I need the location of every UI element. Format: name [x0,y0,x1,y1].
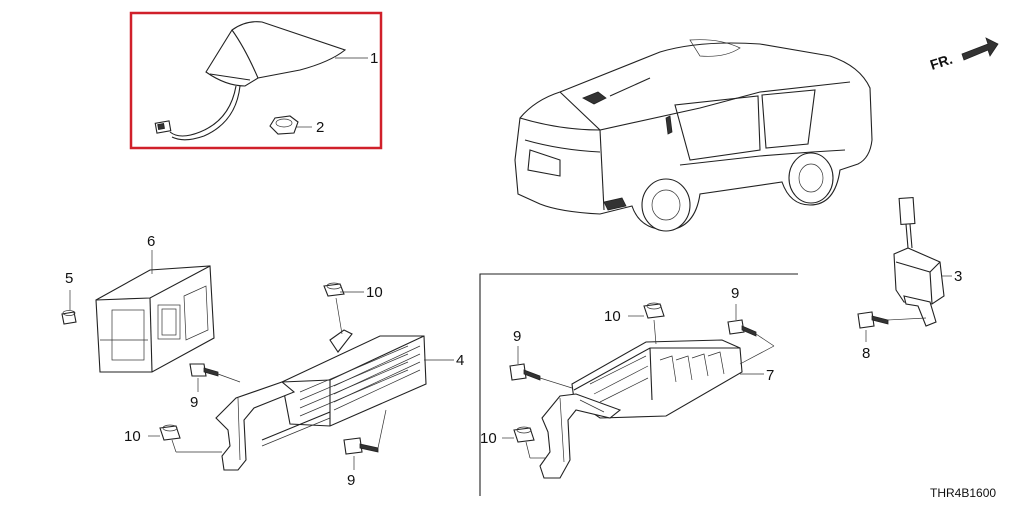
shark-fin-antenna[interactable] [154,21,347,141]
callout-2: 2 [316,119,324,136]
diagram-code: THR4B1600 [930,486,996,500]
callout-9-left: 9 [190,394,198,411]
nut-10-lower[interactable] [159,424,181,441]
callout-4: 4 [456,352,464,369]
bracket-7[interactable] [539,393,622,479]
control-unit-6[interactable] [95,265,215,373]
callout-7: 7 [766,367,774,384]
callout-3: 3 [954,268,962,285]
front-direction-arrow: FR. [928,37,999,73]
callout-10-lower: 10 [124,428,141,445]
module-3[interactable] [893,196,945,327]
callout-1: 1 [370,50,378,67]
callout-9-bottom: 9 [347,472,355,489]
antenna-nut[interactable] [269,115,299,135]
bolt-9-inset-left[interactable] [509,363,541,381]
bolt-9-inset-right[interactable] [727,319,757,337]
bracket-4[interactable] [215,329,353,471]
vehicle-illustration [514,39,873,232]
inset-frame [479,273,798,496]
callout-9-inset-left: 9 [513,328,521,345]
callout-8: 8 [862,345,870,362]
nut-10-upper[interactable] [323,282,345,297]
bolt-9-bottom[interactable] [343,437,379,455]
callout-10-inset-upper: 10 [604,308,621,325]
bolt-8[interactable] [857,311,889,329]
fr-label: FR. [928,51,954,73]
bolt-5[interactable] [61,310,77,325]
callout-10-inset-lower: 10 [480,430,497,447]
callout-10-upper: 10 [366,284,383,301]
highlight-box [129,11,383,150]
callout-6: 6 [147,233,155,250]
nut-10-inset-upper[interactable] [643,302,665,319]
amplifier-4[interactable] [281,335,427,427]
bolt-9-left[interactable] [189,363,219,377]
nut-10-inset-lower[interactable] [513,426,535,443]
callout-5: 5 [65,270,73,287]
callout-9-inset-right: 9 [731,285,739,302]
